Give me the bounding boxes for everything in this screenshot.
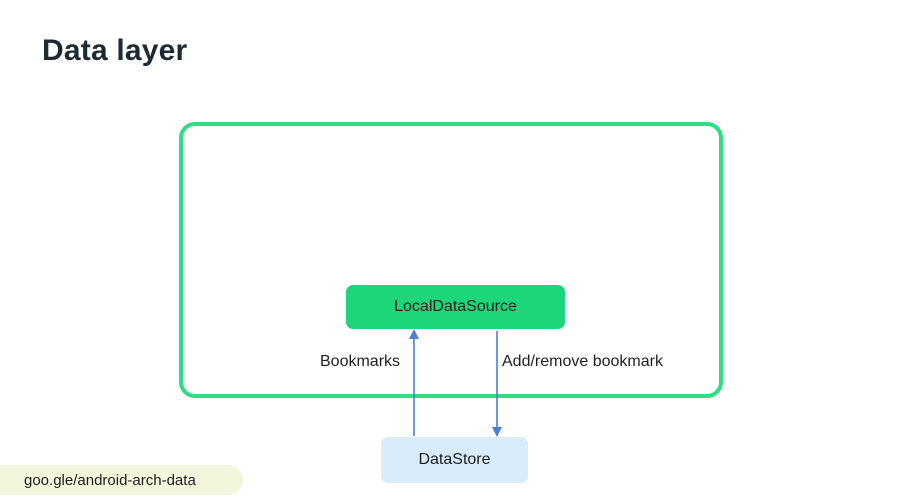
data-layer-container [179, 122, 723, 398]
local-data-source-label: LocalDataSource [394, 298, 517, 315]
datastore-label: DataStore [418, 451, 491, 468]
add-remove-edge-label: Add/remove bookmark [502, 353, 663, 370]
slide-title: Data layer [42, 34, 188, 67]
footer-link-text[interactable]: goo.gle/android-arch-data [24, 471, 196, 489]
datastore-node: DataStore [381, 437, 528, 483]
bookmarks-edge-label: Bookmarks [320, 353, 401, 370]
local-data-source-node: LocalDataSource [346, 285, 565, 329]
footer-link-chip[interactable]: goo.gle/android-arch-data [0, 465, 243, 495]
